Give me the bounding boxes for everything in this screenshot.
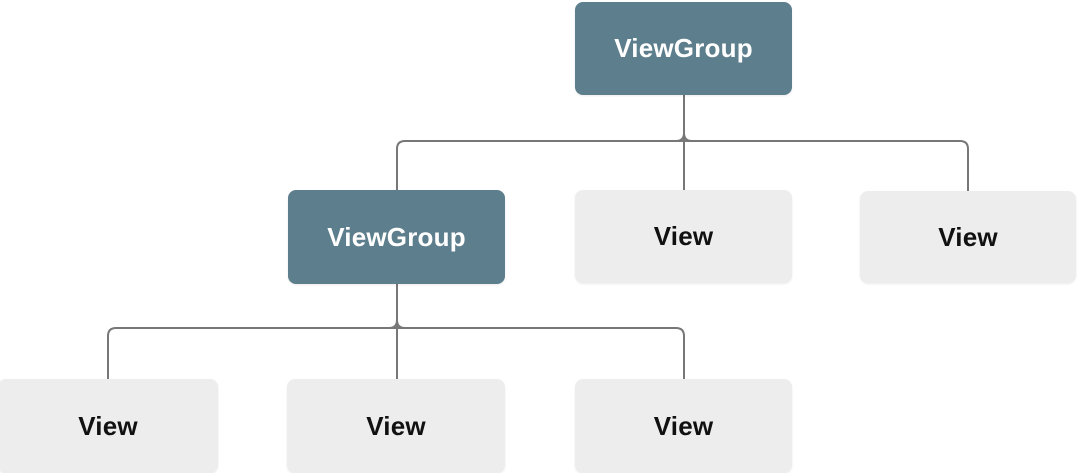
node-grandchild-view-3-label: View xyxy=(653,410,714,441)
node-child-view-2-label: View xyxy=(938,221,998,252)
node-child-view-2: View xyxy=(860,191,1076,283)
node-grandchild-view-1: View xyxy=(0,379,218,473)
node-grandchild-view-2: View xyxy=(287,379,505,473)
node-grandchild-view-3: View xyxy=(575,379,792,473)
node-child-view-1: View xyxy=(575,190,792,283)
connector-childviewgroup-to-grandchildren xyxy=(107,284,685,379)
node-grandchild-view-1-label: View xyxy=(78,410,138,441)
node-child-view-1-label: View xyxy=(653,221,714,251)
node-root-viewgroup: ViewGroup xyxy=(575,2,792,95)
connector-root-to-children xyxy=(396,95,969,191)
node-grandchild-view-2-label: View xyxy=(366,410,426,441)
node-child-viewgroup: ViewGroup xyxy=(288,190,505,284)
node-child-viewgroup-label: ViewGroup xyxy=(327,221,466,252)
node-root-viewgroup-label: ViewGroup xyxy=(614,33,753,63)
